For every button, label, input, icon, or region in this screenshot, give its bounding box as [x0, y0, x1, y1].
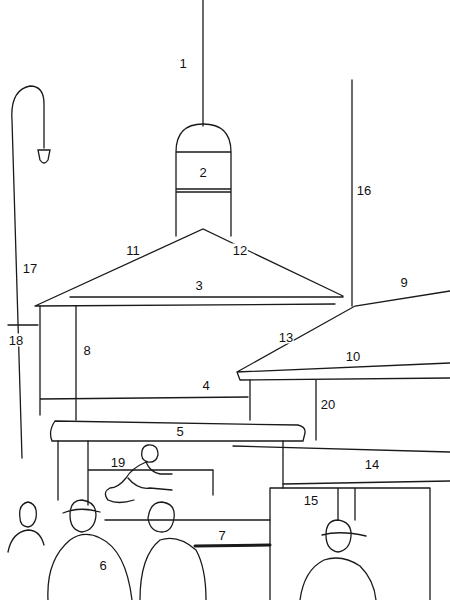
table-edge	[195, 545, 270, 546]
callout-number: 19	[110, 456, 126, 469]
callout-number: 6	[98, 559, 107, 572]
callout-number: 7	[217, 529, 226, 542]
callout-number: 14	[364, 458, 380, 471]
callout-number: 4	[201, 379, 210, 392]
callout-number: 15	[303, 494, 319, 507]
table	[105, 519, 270, 520]
callout-number: 20	[320, 398, 336, 411]
spire-line	[202, 0, 203, 126]
callout-number: 10	[345, 350, 361, 363]
callout-number: 3	[194, 279, 203, 292]
lamp-post	[8, 86, 44, 458]
right-walls	[250, 380, 316, 440]
callout-number: 18	[8, 334, 24, 347]
callout-number: 1	[178, 57, 187, 70]
stand	[58, 441, 283, 505]
callout-number: 9	[399, 276, 408, 289]
lamp	[38, 150, 50, 163]
right-roof	[237, 291, 450, 380]
booth	[270, 488, 430, 600]
callout-number: 11	[125, 244, 141, 257]
callout-number: 8	[82, 344, 91, 357]
pole	[351, 80, 352, 306]
callout-number: 17	[22, 262, 38, 275]
main-walls	[40, 306, 248, 420]
cupola	[176, 124, 231, 236]
callout-number: 13	[278, 331, 294, 344]
callout-number: 5	[175, 425, 184, 438]
awning	[51, 421, 306, 441]
callout-number: 16	[356, 184, 372, 197]
callout-number: 2	[198, 166, 207, 179]
callout-number: 12	[232, 244, 248, 257]
crowd	[8, 500, 376, 600]
main-roof	[35, 229, 343, 306]
band	[233, 446, 450, 484]
jockey-figure	[105, 445, 172, 503]
